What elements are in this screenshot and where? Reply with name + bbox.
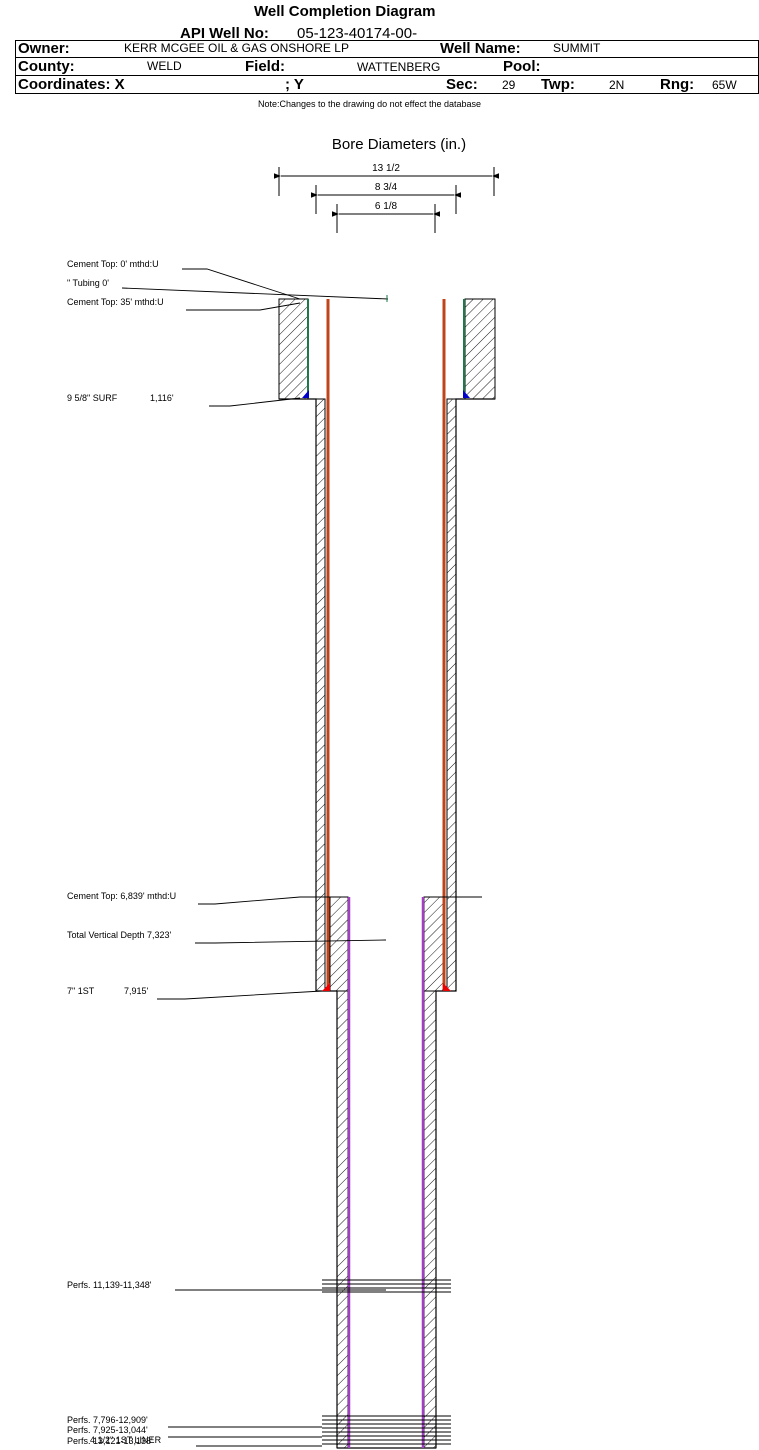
header-row-divider-1 (15, 57, 759, 58)
cement-intermediate-right (446, 398, 457, 992)
diagram-title: Well Completion Diagram (254, 3, 436, 20)
label-surf-casing-depth: 1,116' (150, 393, 174, 403)
label-cement-top-6839: Cement Top: 6,839' mthd:U (67, 891, 176, 901)
coordinates-y-label: ; Y (285, 76, 304, 93)
label-cement-top-35: Cement Top: 35' mthd:U (67, 297, 164, 307)
label-perfs-4: Perfs. 13,121-13,138' (67, 1436, 153, 1446)
twp-label: Twp: (541, 76, 575, 93)
cement-lower-right (423, 990, 437, 1449)
database-note: Note:Changes to the drawing do not effec… (258, 99, 481, 109)
pool-label: Pool: (503, 58, 541, 75)
label-perfs-1: Perfs. 11,139-11,348' (67, 1280, 152, 1290)
label-first-casing-depth: 7,915' (124, 986, 149, 996)
label-liner: 4 1/2" 1ST LINER (90, 1435, 162, 1445)
well-name-value: SUMMIT (553, 41, 601, 55)
cement-liner-annulus-left (329, 896, 349, 992)
bore-diameters-title: Bore Diameters (in.) (332, 136, 466, 153)
label-cement-top-0: Cement Top: 0' mthd:U (67, 259, 159, 269)
cement-intermediate-left (315, 398, 326, 992)
label-perfs-3: Perfs. 7,925-13,044' (67, 1425, 148, 1435)
header-border-left (15, 40, 16, 93)
rng-value: 65W (712, 78, 737, 92)
county-value: WELD (147, 59, 182, 73)
label-perfs-2: Perfs. 7,796-12,909' (67, 1415, 148, 1425)
field-value: WATTENBERG (357, 60, 441, 74)
first-shoe-left (322, 983, 330, 991)
api-well-value: 05-123-40174-00- (297, 25, 418, 42)
sec-value: 29 (502, 78, 516, 92)
coordinates-label: Coordinates: X (18, 76, 125, 93)
label-tubing: " Tubing 0' (67, 278, 109, 288)
twp-value: 2N (609, 78, 625, 92)
bore-dim-label-2: 8 3/4 (375, 182, 398, 193)
rng-label: Rng: (660, 76, 695, 93)
borehole-outline-right (435, 398, 495, 1448)
owner-label: Owner: (18, 40, 70, 57)
perfs-lower-marks (322, 1415, 451, 1445)
header-row-divider-2 (15, 75, 759, 76)
api-well-label: API Well No: (180, 25, 269, 42)
bore-dim-13-1-2: 13 1/2 (274, 163, 499, 196)
cement-liner-annulus-right (423, 896, 444, 992)
owner-value: KERR MCGEE OIL & GAS ONSHORE LP (124, 41, 349, 55)
header-border-top (15, 40, 759, 41)
label-tvd: Total Vertical Depth 7,323' (67, 930, 172, 940)
cement-surface-left (278, 298, 309, 400)
bore-dim-label-3: 6 1/8 (375, 201, 398, 212)
field-label: Field: (245, 58, 285, 75)
surf-shoe-left (302, 390, 309, 398)
label-first-casing-name: 7" 1ST (67, 986, 95, 996)
first-shoe-right (443, 983, 451, 991)
well-name-label: Well Name: (440, 40, 521, 57)
perfs-upper-marks (322, 1279, 451, 1293)
bore-dim-8-3-4: 8 3/4 (311, 182, 461, 214)
bore-dim-label-1: 13 1/2 (372, 163, 400, 174)
bore-dim-6-1-8: 6 1/8 (332, 201, 440, 233)
header-border-bottom (15, 93, 759, 94)
label-surf-casing-name: 9 5/8" SURF (67, 393, 118, 403)
surf-shoe-right (463, 390, 470, 398)
sec-label: Sec: (446, 76, 478, 93)
cement-lower-left (336, 990, 349, 1449)
leader-lines (121, 268, 482, 1447)
cement-surface-right (464, 298, 496, 400)
county-label: County: (18, 58, 75, 75)
